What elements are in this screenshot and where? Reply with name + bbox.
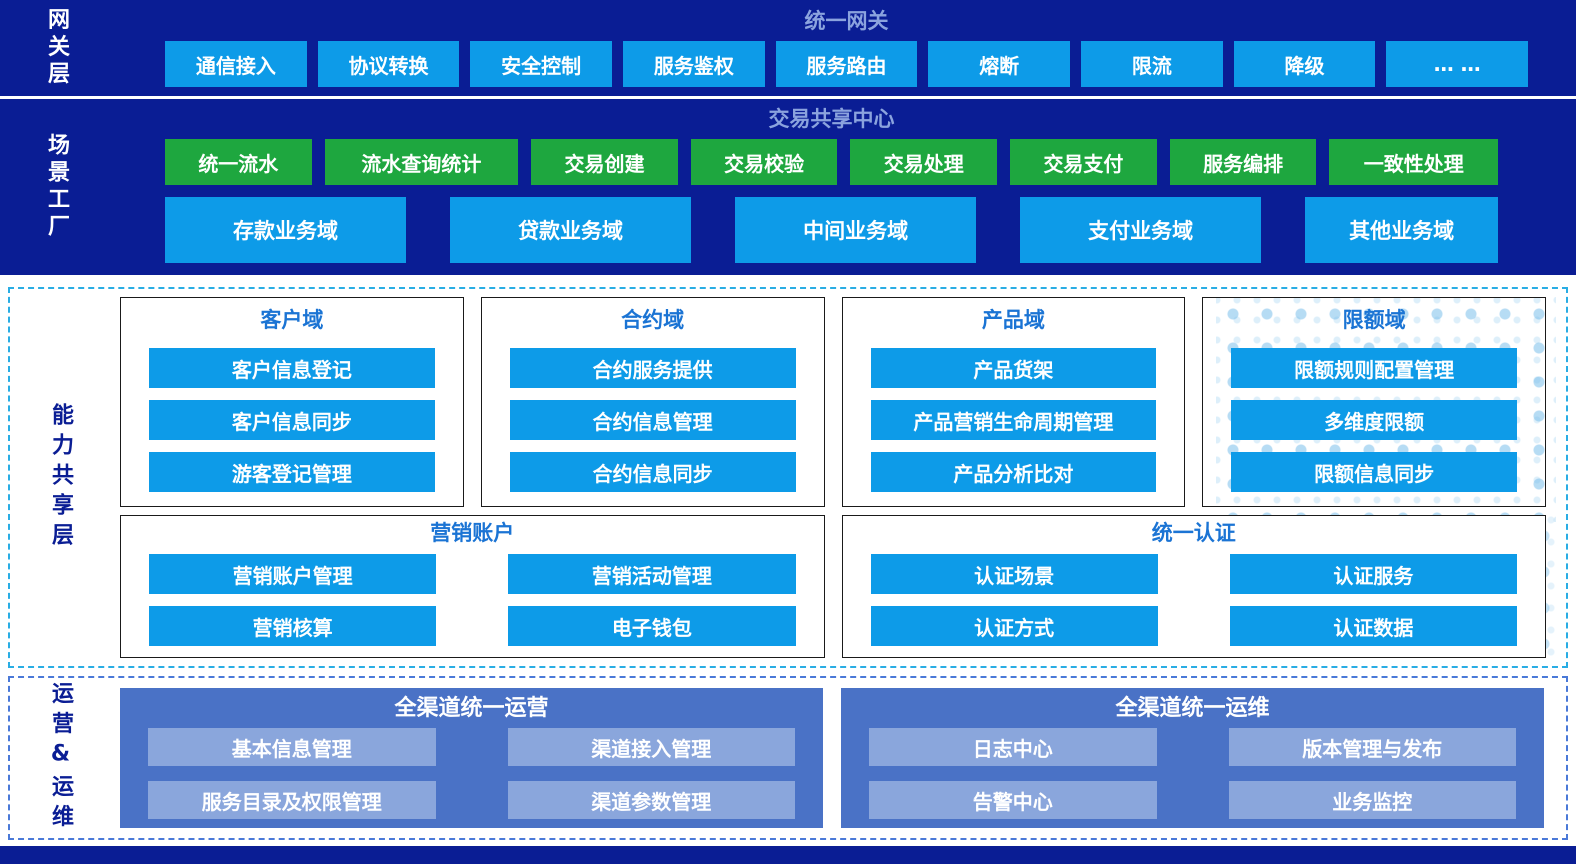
capability-layer-label: 能力共享层: [48, 402, 73, 553]
cap-group-title: 客户域: [260, 308, 324, 332]
capability-block: 合约信息管理: [509, 400, 796, 440]
gateway-block: 降级: [1233, 41, 1376, 87]
ops-block: 告警中心: [869, 781, 1157, 819]
capability-block: 产品货架: [870, 348, 1157, 388]
cap-group-unified-auth: 统一认证 认证场景 认证服务 认证方式 认证数据: [841, 515, 1546, 658]
capability-block: 限额信息同步: [1231, 452, 1517, 492]
capability-block: 客户信息登记: [149, 348, 435, 388]
gateway-layer: 网关层 统一网关 通信接入 协议转换 安全控制 服务鉴权 服务路由 熔断 限流 …: [0, 0, 1576, 96]
capability-block: 认证方式: [870, 606, 1158, 647]
scene-factory-layer: 场景工厂 交易共享中心 统一流水 流水查询统计 交易创建 交易校验 交易处理 交…: [0, 99, 1576, 275]
business-domain-block: 支付业务域: [1020, 197, 1262, 263]
ops-layer: 运营&运维 全渠道统一运营 基本信息管理 渠道接入管理 服务目录及权限管理 渠道…: [8, 676, 1568, 840]
marketing-account-blocks: 营销账户管理 营销活动管理 营销核算 电子钱包: [149, 554, 796, 647]
gateway-layer-label: 网关层: [44, 7, 69, 89]
capability-wide-groups: 营销账户 营销账户管理 营销活动管理 营销核算 电子钱包 统一认证 认证场景 认…: [120, 515, 1546, 658]
capability-block: 客户信息同步: [149, 400, 435, 440]
capability-block: 游客登记管理: [149, 452, 435, 492]
transaction-service-block: 交易处理: [850, 139, 998, 185]
gateway-block: 通信接入: [165, 41, 307, 87]
gateway-block: 安全控制: [470, 41, 613, 87]
gateway-block-ellipsis: … …: [1386, 41, 1529, 87]
transaction-center-title: 交易共享中心: [768, 107, 895, 131]
maintenance-blocks: 日志中心 版本管理与发布 告警中心 业务监控: [869, 728, 1516, 819]
bottom-bar: [0, 846, 1576, 864]
ops-block: 渠道接入管理: [507, 728, 795, 766]
ops-block: 基本信息管理: [148, 728, 436, 766]
capability-block: 认证数据: [1229, 606, 1517, 647]
capability-block: 营销活动管理: [508, 554, 796, 595]
capability-layer: 能力共享层 客户域 客户信息登记 客户信息同步 游客登记管理 合约域 合约服务提…: [8, 287, 1568, 668]
cap-group-title: 营销账户: [430, 521, 515, 546]
transaction-service-block: 交易支付: [1010, 139, 1157, 185]
cap-group-product: 产品域 产品货架 产品营销生命周期管理 产品分析比对: [841, 297, 1186, 508]
business-domain-blocks: 存款业务域 贷款业务域 中间业务域 支付业务域 其他业务域: [165, 197, 1499, 263]
ops-block: 日志中心: [869, 728, 1157, 766]
transaction-service-blocks: 统一流水 流水查询统计 交易创建 交易校验 交易处理 交易支付 服务编排 一致性…: [165, 139, 1499, 185]
transaction-service-block: 流水查询统计: [324, 139, 519, 185]
capability-block: 产品营销生命周期管理: [870, 400, 1157, 440]
capability-block: 合约信息同步: [509, 452, 796, 492]
ops-block: 渠道参数管理: [507, 781, 795, 819]
gateway-block: 熔断: [928, 41, 1071, 87]
business-domain-block: 其他业务域: [1305, 197, 1499, 263]
ops-block: 版本管理与发布: [1228, 728, 1516, 766]
gateway-block: 协议转换: [317, 41, 460, 87]
capability-block: 营销账户管理: [149, 554, 437, 595]
business-domain-block: 贷款业务域: [450, 197, 692, 263]
transaction-service-block: 一致性处理: [1329, 139, 1499, 185]
cap-group-contract: 合约域 合约服务提供 合约信息管理 合约信息同步: [480, 297, 825, 508]
ops-block: 业务监控: [1228, 781, 1516, 819]
scene-factory-layer-label: 场景工厂: [44, 133, 69, 241]
capability-block: 限额规则配置管理: [1231, 348, 1517, 388]
transaction-service-block: 服务编排: [1169, 139, 1317, 185]
capability-block: 合约服务提供: [509, 348, 796, 388]
business-domain-block: 中间业务域: [735, 197, 977, 263]
gateway-block: 限流: [1081, 41, 1223, 87]
operation-blocks: 基本信息管理 渠道接入管理 服务目录及权限管理 渠道参数管理: [148, 728, 795, 819]
ops-group-title: 全渠道统一运维: [1115, 696, 1270, 721]
capability-block: 产品分析比对: [870, 452, 1157, 492]
gateway-block: 服务路由: [775, 41, 918, 87]
ops-block: 服务目录及权限管理: [148, 781, 436, 819]
cap-group-customer: 客户域 客户信息登记 客户信息同步 游客登记管理: [120, 297, 464, 508]
transaction-service-block: 交易创建: [531, 139, 678, 185]
capability-block: 多维度限额: [1231, 400, 1517, 440]
capability-block: 营销核算: [149, 606, 437, 647]
ops-group-operation: 全渠道统一运营 基本信息管理 渠道接入管理 服务目录及权限管理 渠道参数管理: [120, 688, 823, 828]
gateway-blocks: 通信接入 协议转换 安全控制 服务鉴权 服务路由 熔断 限流 降级 … …: [165, 41, 1529, 87]
cap-group-title: 统一认证: [1151, 521, 1236, 546]
cap-group-title: 限额域: [1342, 308, 1406, 332]
cap-group-title: 合约域: [621, 308, 685, 332]
transaction-service-block: 统一流水: [165, 139, 312, 185]
cap-group-limit: 限额域 限额规则配置管理 多维度限额 限额信息同步: [1202, 297, 1546, 508]
business-domain-block: 存款业务域: [165, 197, 407, 263]
capability-domain-groups: 客户域 客户信息登记 客户信息同步 游客登记管理 合约域 合约服务提供 合约信息…: [120, 297, 1546, 508]
capability-block: 认证场景: [870, 554, 1158, 595]
ops-group-maintenance: 全渠道统一运维 日志中心 版本管理与发布 告警中心 业务监控: [841, 688, 1544, 828]
transaction-service-block: 交易校验: [690, 139, 838, 185]
capability-block: 认证服务: [1229, 554, 1517, 595]
ops-layer-label: 运营&运维: [48, 681, 73, 835]
unified-auth-blocks: 认证场景 认证服务 认证方式 认证数据: [870, 554, 1517, 647]
ops-group-title: 全渠道统一运营: [394, 696, 549, 721]
capability-block: 电子钱包: [508, 606, 796, 647]
cap-group-title: 产品域: [981, 308, 1045, 332]
gateway-title: 统一网关: [804, 9, 889, 33]
gateway-block: 服务鉴权: [623, 41, 765, 87]
cap-group-marketing-account: 营销账户 营销账户管理 营销活动管理 营销核算 电子钱包: [120, 515, 825, 658]
